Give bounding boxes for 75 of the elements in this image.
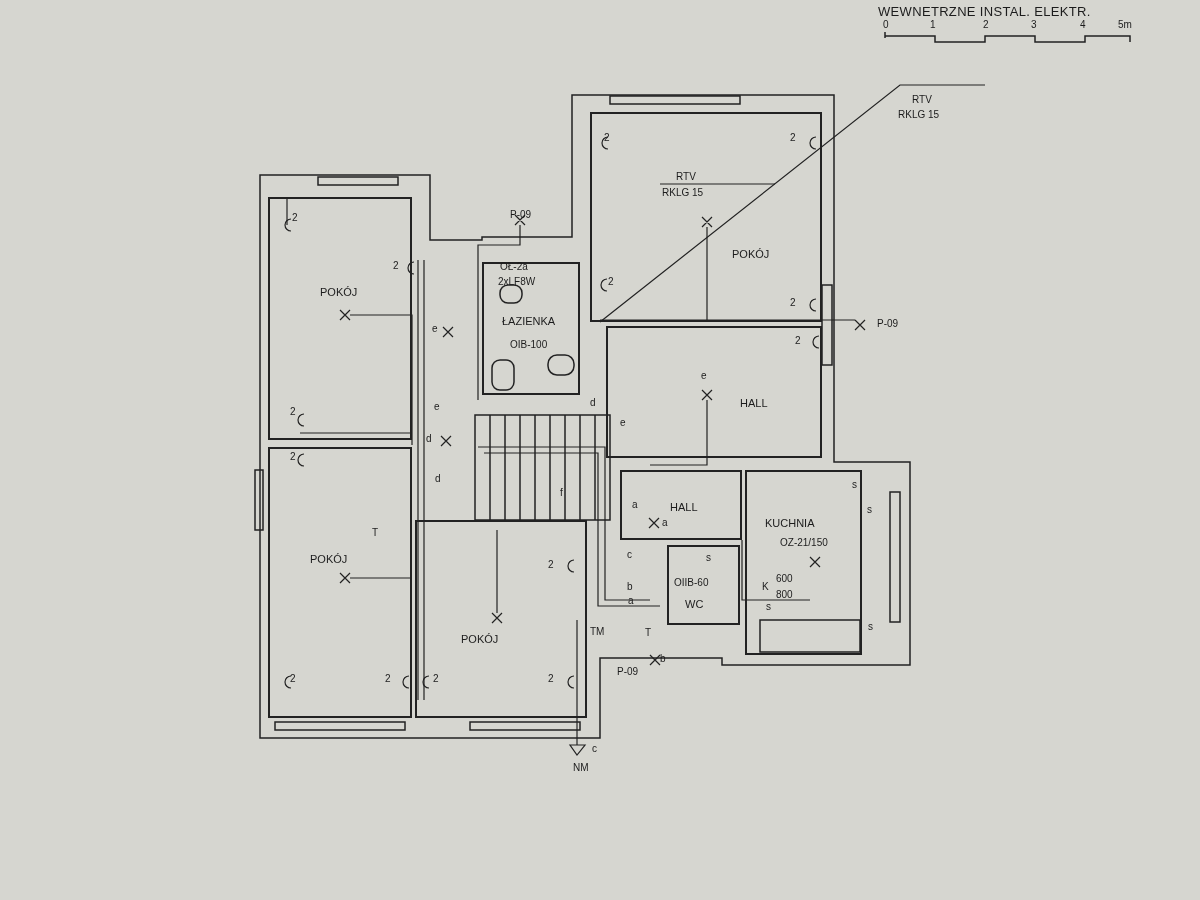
plan-annotation: s [852,480,857,490]
plan-annotation: d [426,434,432,444]
plan-annotation: RTV [912,95,932,105]
plan-annotation: P-09 [617,667,639,677]
plan-annotation: 2 [608,277,614,287]
plan-annotation: 2 [604,133,610,143]
plan-annotation: e [701,371,707,381]
plan-annotation: T [645,628,652,638]
room-label: POKÓJ [461,634,499,645]
plan-annotation: P-09 [510,210,532,220]
plan-annotation: 2 [548,560,554,570]
plan-annotation: 2 [790,298,796,308]
plan-annotation: 5m [1118,20,1132,30]
plan-annotation: 2 [790,133,796,143]
plan-annotation: 0 [883,20,889,30]
plan-annotation: c [592,744,597,754]
plan-annotation: 2 [433,674,439,684]
plan-annotation: b [627,582,633,592]
plan-annotation: NM [573,763,589,773]
plan-annotation: c [627,550,632,560]
room-outline [590,112,822,322]
room-label: POKÓJ [310,554,348,565]
room-label: HALL [740,398,768,409]
plan-annotation: 600 [776,574,793,584]
plan-annotation: 2 [292,213,298,223]
plan-annotation: a [662,518,668,528]
plan-annotation: f [560,488,563,498]
plan-annotation: a [628,596,634,606]
room-outline [482,262,580,395]
plan-annotation: 800 [776,590,793,600]
room-label: ŁAZIENKA [502,316,556,327]
plan-annotation: e [432,324,438,334]
plan-annotation: OIIB-60 [674,578,709,588]
room-outline [620,470,742,540]
room-label: HALL [670,502,698,513]
plan-annotation: s [766,602,771,612]
room-outline [745,470,862,655]
room-label: KUCHNIA [765,518,815,529]
plan-annotation: 2 [548,674,554,684]
plan-annotation: s [706,553,711,563]
plan-annotation: OŁ-2a [500,262,528,272]
plan-annotation: 2xLF8W [498,277,536,287]
plan-annotation: 2 [385,674,391,684]
plan-annotation: 3 [1031,20,1037,30]
plan-annotation: 2 [290,674,296,684]
room-outline [268,447,412,718]
plan-annotation: 2 [795,336,801,346]
plan-annotation: a [632,500,638,510]
drawing-title: WEWNETRZNE INSTAL. ELEKTR. [878,3,1091,20]
plan-annotation: e [434,402,440,412]
plan-annotation: 2 [393,261,399,271]
plan-annotation: e [620,418,626,428]
plan-annotation: OZ-21/150 [780,538,828,548]
plan-annotation: d [435,474,441,484]
plan-annotation: RKLG 15 [898,110,940,120]
plan-annotation: b [660,654,666,664]
plan-annotation: 2 [290,452,296,462]
plan-annotation: K [762,582,769,592]
plan-annotation: OIB-100 [510,340,548,350]
room-label: WC [685,599,704,610]
plan-annotation: P-09 [877,319,899,329]
room-label: POKÓJ [320,287,358,298]
room-outline [606,326,822,458]
room-outline [268,197,412,440]
room-label: POKÓJ [732,249,770,260]
plan-annotation: 2 [290,407,296,417]
plan-annotation: RTV [676,172,696,182]
plan-annotation: 4 [1080,20,1086,30]
plan-annotation: 1 [930,20,936,30]
plan-annotation: T [372,528,379,538]
plan-annotation: d [590,398,596,408]
room-outline [667,545,740,625]
plan-annotation: RKLG 15 [662,188,704,198]
room-outline [415,520,587,718]
plan-annotation: 2 [983,20,989,30]
